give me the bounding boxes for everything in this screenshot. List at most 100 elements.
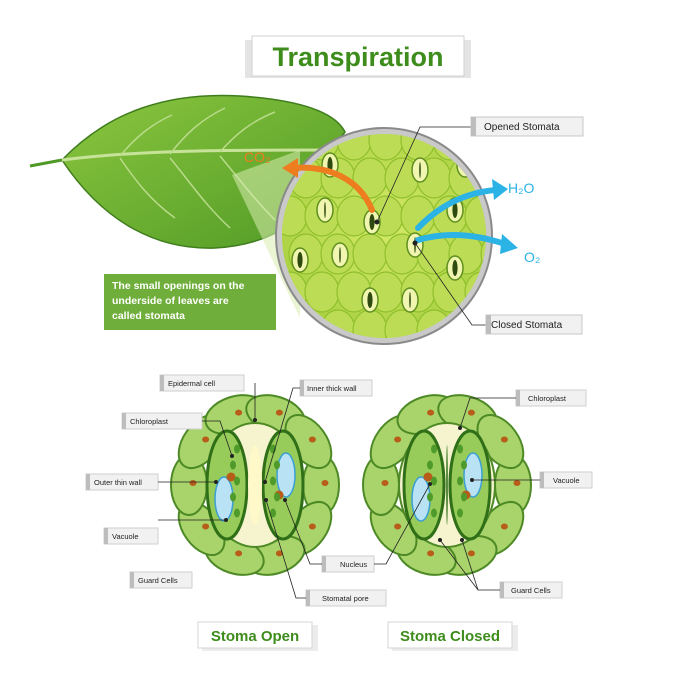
note-line-1: The small openings on the <box>112 280 245 292</box>
opened-stomata-label: Opened Stomata <box>484 122 560 133</box>
chloroplast <box>457 476 463 486</box>
chloroplast <box>427 492 433 502</box>
chloroplast <box>270 476 276 486</box>
chloroplast <box>234 476 240 486</box>
cell-nucleus <box>381 480 389 486</box>
cell-nucleus <box>235 550 243 557</box>
chloroplast <box>457 508 463 518</box>
cell-nucleus <box>467 409 475 416</box>
closed-leader <box>414 242 487 326</box>
guard-cells-label-left: Guard Cells <box>138 576 178 585</box>
vacuole <box>276 452 296 498</box>
chloroplast-label-left: Chloroplast <box>130 417 169 426</box>
cell-nucleus <box>394 436 402 443</box>
stoma-closed-diagram <box>362 394 532 576</box>
cell-nucleus <box>275 550 283 557</box>
caption-stoma-closed: Stoma Closed <box>400 628 500 645</box>
chloroplast <box>427 460 433 470</box>
stoma-pore <box>409 292 411 308</box>
h2o-arrow <box>415 187 498 231</box>
cell-nucleus <box>427 409 435 416</box>
stoma-pore <box>367 292 373 308</box>
epidermal-cell-label: Epidermal cell <box>168 379 215 388</box>
cell-nucleus <box>321 480 329 486</box>
guard-cells-label-right: Guard Cells <box>511 586 551 595</box>
chloroplast <box>461 492 467 502</box>
title-box <box>251 35 465 77</box>
cell-nucleus <box>427 550 435 557</box>
h2o-arrowhead <box>492 179 508 200</box>
co2-label: CO₂ <box>244 149 270 165</box>
o2-arrowhead <box>500 234 518 254</box>
cell-nucleus <box>500 436 508 443</box>
chloroplast <box>431 444 437 454</box>
note-line-2: underside of leaves are <box>112 295 229 307</box>
epidermis-cell <box>352 233 388 275</box>
cell-nucleus <box>513 480 521 486</box>
outer-thin-wall-label: Outer thin wall <box>94 478 142 487</box>
caption-stoma-open: Stoma Open <box>211 628 299 645</box>
cell-nucleus <box>202 523 210 530</box>
nucleus-label: Nucleus <box>340 560 367 569</box>
chloroplast <box>274 492 280 502</box>
co2-arrowhead <box>282 158 298 178</box>
leaf-stem <box>29 158 63 168</box>
stoma-closed-labels: Chloroplast Vacuole Guard Cells <box>438 389 593 599</box>
nucleus <box>226 472 236 482</box>
stoma-open-labels: Epidermal cell Inner thick wall Chloropl… <box>85 374 432 607</box>
stomatal-pore <box>446 445 448 525</box>
chloroplast <box>274 460 280 470</box>
stoma-pore <box>297 252 303 268</box>
stomatal-pore-label: Stomatal pore <box>322 594 369 603</box>
vacuole <box>411 476 431 522</box>
chloroplast <box>431 508 437 518</box>
cell-nucleus <box>235 409 243 416</box>
stoma-pore <box>339 247 341 263</box>
epidermis-cell <box>480 233 486 275</box>
co2-arrow <box>289 164 375 213</box>
vacuole-label-right: Vacuole <box>553 476 580 485</box>
chloroplast <box>461 460 467 470</box>
chloroplast <box>230 492 236 502</box>
chloroplast <box>457 444 463 454</box>
leaf-midrib <box>61 148 331 162</box>
chloroplast <box>270 508 276 518</box>
stoma-pore <box>452 202 458 218</box>
top-callouts: Opened Stomata Closed Stomata <box>374 116 584 335</box>
info-note: The small openings on the underside of l… <box>104 274 276 330</box>
cell-nucleus <box>308 523 316 530</box>
chloroplast <box>431 476 437 486</box>
chloroplast-label-right: Chloroplast <box>528 394 567 403</box>
stomatal-pore <box>248 445 262 525</box>
nucleus <box>423 472 433 482</box>
chloroplast <box>230 460 236 470</box>
page-title: Transpiration <box>272 42 443 72</box>
epidermis-cell <box>304 271 340 313</box>
chloroplast <box>234 444 240 454</box>
cell-nucleus <box>467 550 475 557</box>
o2-arrow <box>415 232 508 247</box>
vacuole <box>214 476 234 522</box>
o2-label: O₂ <box>524 249 540 265</box>
cell-nucleus <box>202 436 210 443</box>
info-note-box <box>104 274 276 330</box>
inner-thick-wall-label: Inner thick wall <box>307 384 357 393</box>
vacuole <box>463 452 483 498</box>
note-line-3: called stomata <box>112 310 185 322</box>
leaf-illustration <box>29 94 346 318</box>
vacuole-label-left: Vacuole <box>112 532 139 541</box>
opened-leader <box>376 126 472 223</box>
h2o-label: H₂O <box>508 180 535 196</box>
stoma-pore <box>369 214 375 230</box>
cell-nucleus <box>500 523 508 530</box>
stoma-pore <box>419 162 421 178</box>
gas-arrows: CO₂ H₂O O₂ <box>244 149 540 265</box>
stoma-pore <box>324 202 326 218</box>
title-banner: Transpiration <box>245 35 471 78</box>
cell-nucleus <box>275 409 283 416</box>
closed-stomata-label: Closed Stomata <box>491 320 563 331</box>
cell-nucleus <box>394 523 402 530</box>
cell-nucleus <box>189 480 197 486</box>
chloroplast <box>234 508 240 518</box>
